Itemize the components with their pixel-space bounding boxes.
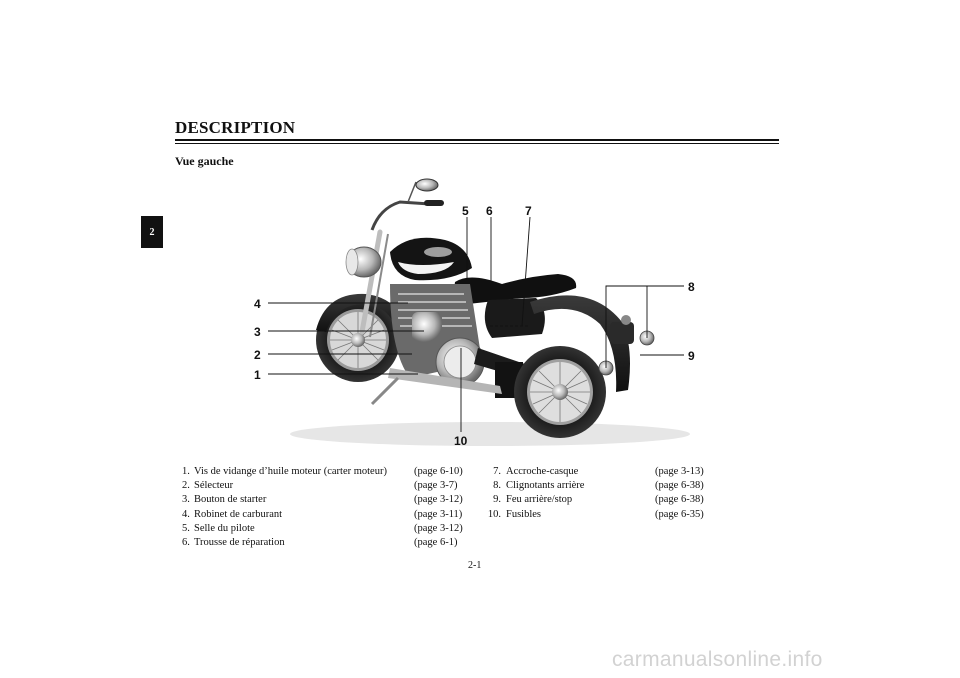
legend-page: (page 6-38) — [655, 494, 704, 506]
mirror — [415, 178, 439, 192]
callout-5: 5 — [462, 204, 469, 218]
callout-4: 4 — [254, 297, 261, 311]
callout-10: 10 — [454, 434, 468, 448]
callout-3: 3 — [254, 325, 261, 339]
callout-8: 8 — [688, 280, 695, 294]
legend-label: Accroche-casque — [506, 466, 579, 477]
legend-num: 5. — [182, 522, 190, 534]
legend-page: (page 6-10) — [414, 466, 463, 477]
callout-9: 9 — [688, 349, 695, 363]
rear-wheel — [514, 346, 606, 438]
exhaust — [388, 368, 502, 394]
watermark: carmanualsonline.info — [612, 648, 823, 671]
legend-label: Trousse de réparation — [194, 536, 285, 548]
section-subtitle: Vue gauche — [175, 154, 234, 168]
callout-6: 6 — [486, 204, 493, 218]
kickstand — [370, 376, 400, 406]
legend-page: (page 3-7) — [414, 480, 458, 492]
legend-num: 2. — [182, 480, 190, 492]
handlebar — [370, 200, 431, 231]
ground-shadow — [290, 422, 690, 446]
legend-page: (page 6-35) — [655, 508, 704, 520]
legend-label: Fusibles — [506, 508, 542, 520]
legend-num: 3. — [182, 494, 190, 506]
fuel-tank — [390, 237, 472, 281]
legend-label: Sélecteur — [194, 480, 234, 492]
legend-num: 1. — [182, 466, 190, 477]
legend-label: Clignotants arrière — [506, 480, 585, 492]
engine — [390, 284, 485, 387]
legend-label: Feu arrière/stop — [506, 494, 573, 506]
page-number: 2-1 — [468, 560, 482, 571]
legend-label: Vis de vidange d’huile moteur (carter mo… — [194, 466, 387, 477]
rider-seat — [454, 274, 577, 304]
legend-num: 9. — [493, 494, 501, 506]
legend-num: 4. — [182, 508, 190, 520]
legend-num: 6. — [182, 536, 190, 548]
headlight — [345, 246, 382, 278]
legend-label: Selle du pilote — [194, 522, 255, 534]
legend-num: 7. — [493, 466, 501, 477]
legend-num: 10. — [487, 508, 501, 520]
page-title: DESCRIPTION — [175, 118, 296, 137]
legend-page: (page 6-1) — [414, 536, 458, 548]
legend-page: (page 3-13) — [655, 466, 704, 477]
chapter-tab: 2 — [141, 216, 163, 248]
legend-label: Robinet de carburant — [194, 508, 283, 520]
rear-fender — [530, 295, 630, 392]
title-rule-thin — [175, 143, 779, 144]
legend-page: (page 3-11) — [414, 508, 463, 520]
motorcycle-illustration: 1 2 3 4 5 6 7 8 9 10 — [254, 178, 695, 448]
legend-label: Bouton de starter — [194, 494, 267, 506]
callout-leaders — [268, 216, 684, 432]
legend-page: (page 3-12) — [414, 494, 463, 506]
legend-page: (page 6-38) — [655, 480, 704, 492]
title-rule-thick — [175, 139, 779, 141]
legend-page: (page 3-12) — [414, 522, 463, 534]
legend-num: 8. — [493, 480, 501, 492]
callout-7: 7 — [525, 204, 532, 218]
callout-1: 1 — [254, 368, 261, 382]
front-fork — [359, 229, 383, 335]
side-cover — [484, 298, 545, 338]
callout-2: 2 — [254, 348, 261, 362]
